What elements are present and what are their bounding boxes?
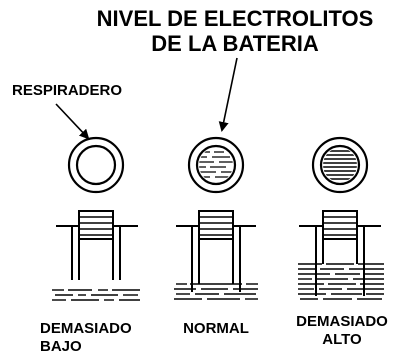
electrolyte-high [298, 263, 384, 300]
top-view-high-liquid [323, 150, 357, 180]
electrolyte-normal [174, 283, 258, 300]
title-line-2: DE LA BATERIA [151, 31, 319, 56]
label-low-line-1: DEMASIADO [40, 320, 132, 337]
label-low-line-2: BAJO [40, 338, 82, 355]
label-high-line-2: ALTO [322, 331, 362, 348]
cross-section-high [299, 210, 381, 296]
top-view-normal-liquid [199, 151, 233, 178]
cross-section-normal [176, 210, 256, 292]
label-normal: NORMAL [183, 320, 249, 337]
top-view-normal [187, 136, 245, 194]
electrolyte-low [52, 289, 140, 301]
label-high-line-1: DEMASIADO [296, 313, 388, 330]
top-view-high [311, 136, 369, 194]
top-view-low [67, 136, 125, 194]
level-arrow [218, 57, 238, 132]
cross-section-low [56, 210, 138, 280]
vent-arrow [55, 103, 90, 140]
vent-label: RESPIRADERO [12, 82, 122, 99]
title-line-1: NIVEL DE ELECTROLITOS [97, 6, 374, 31]
